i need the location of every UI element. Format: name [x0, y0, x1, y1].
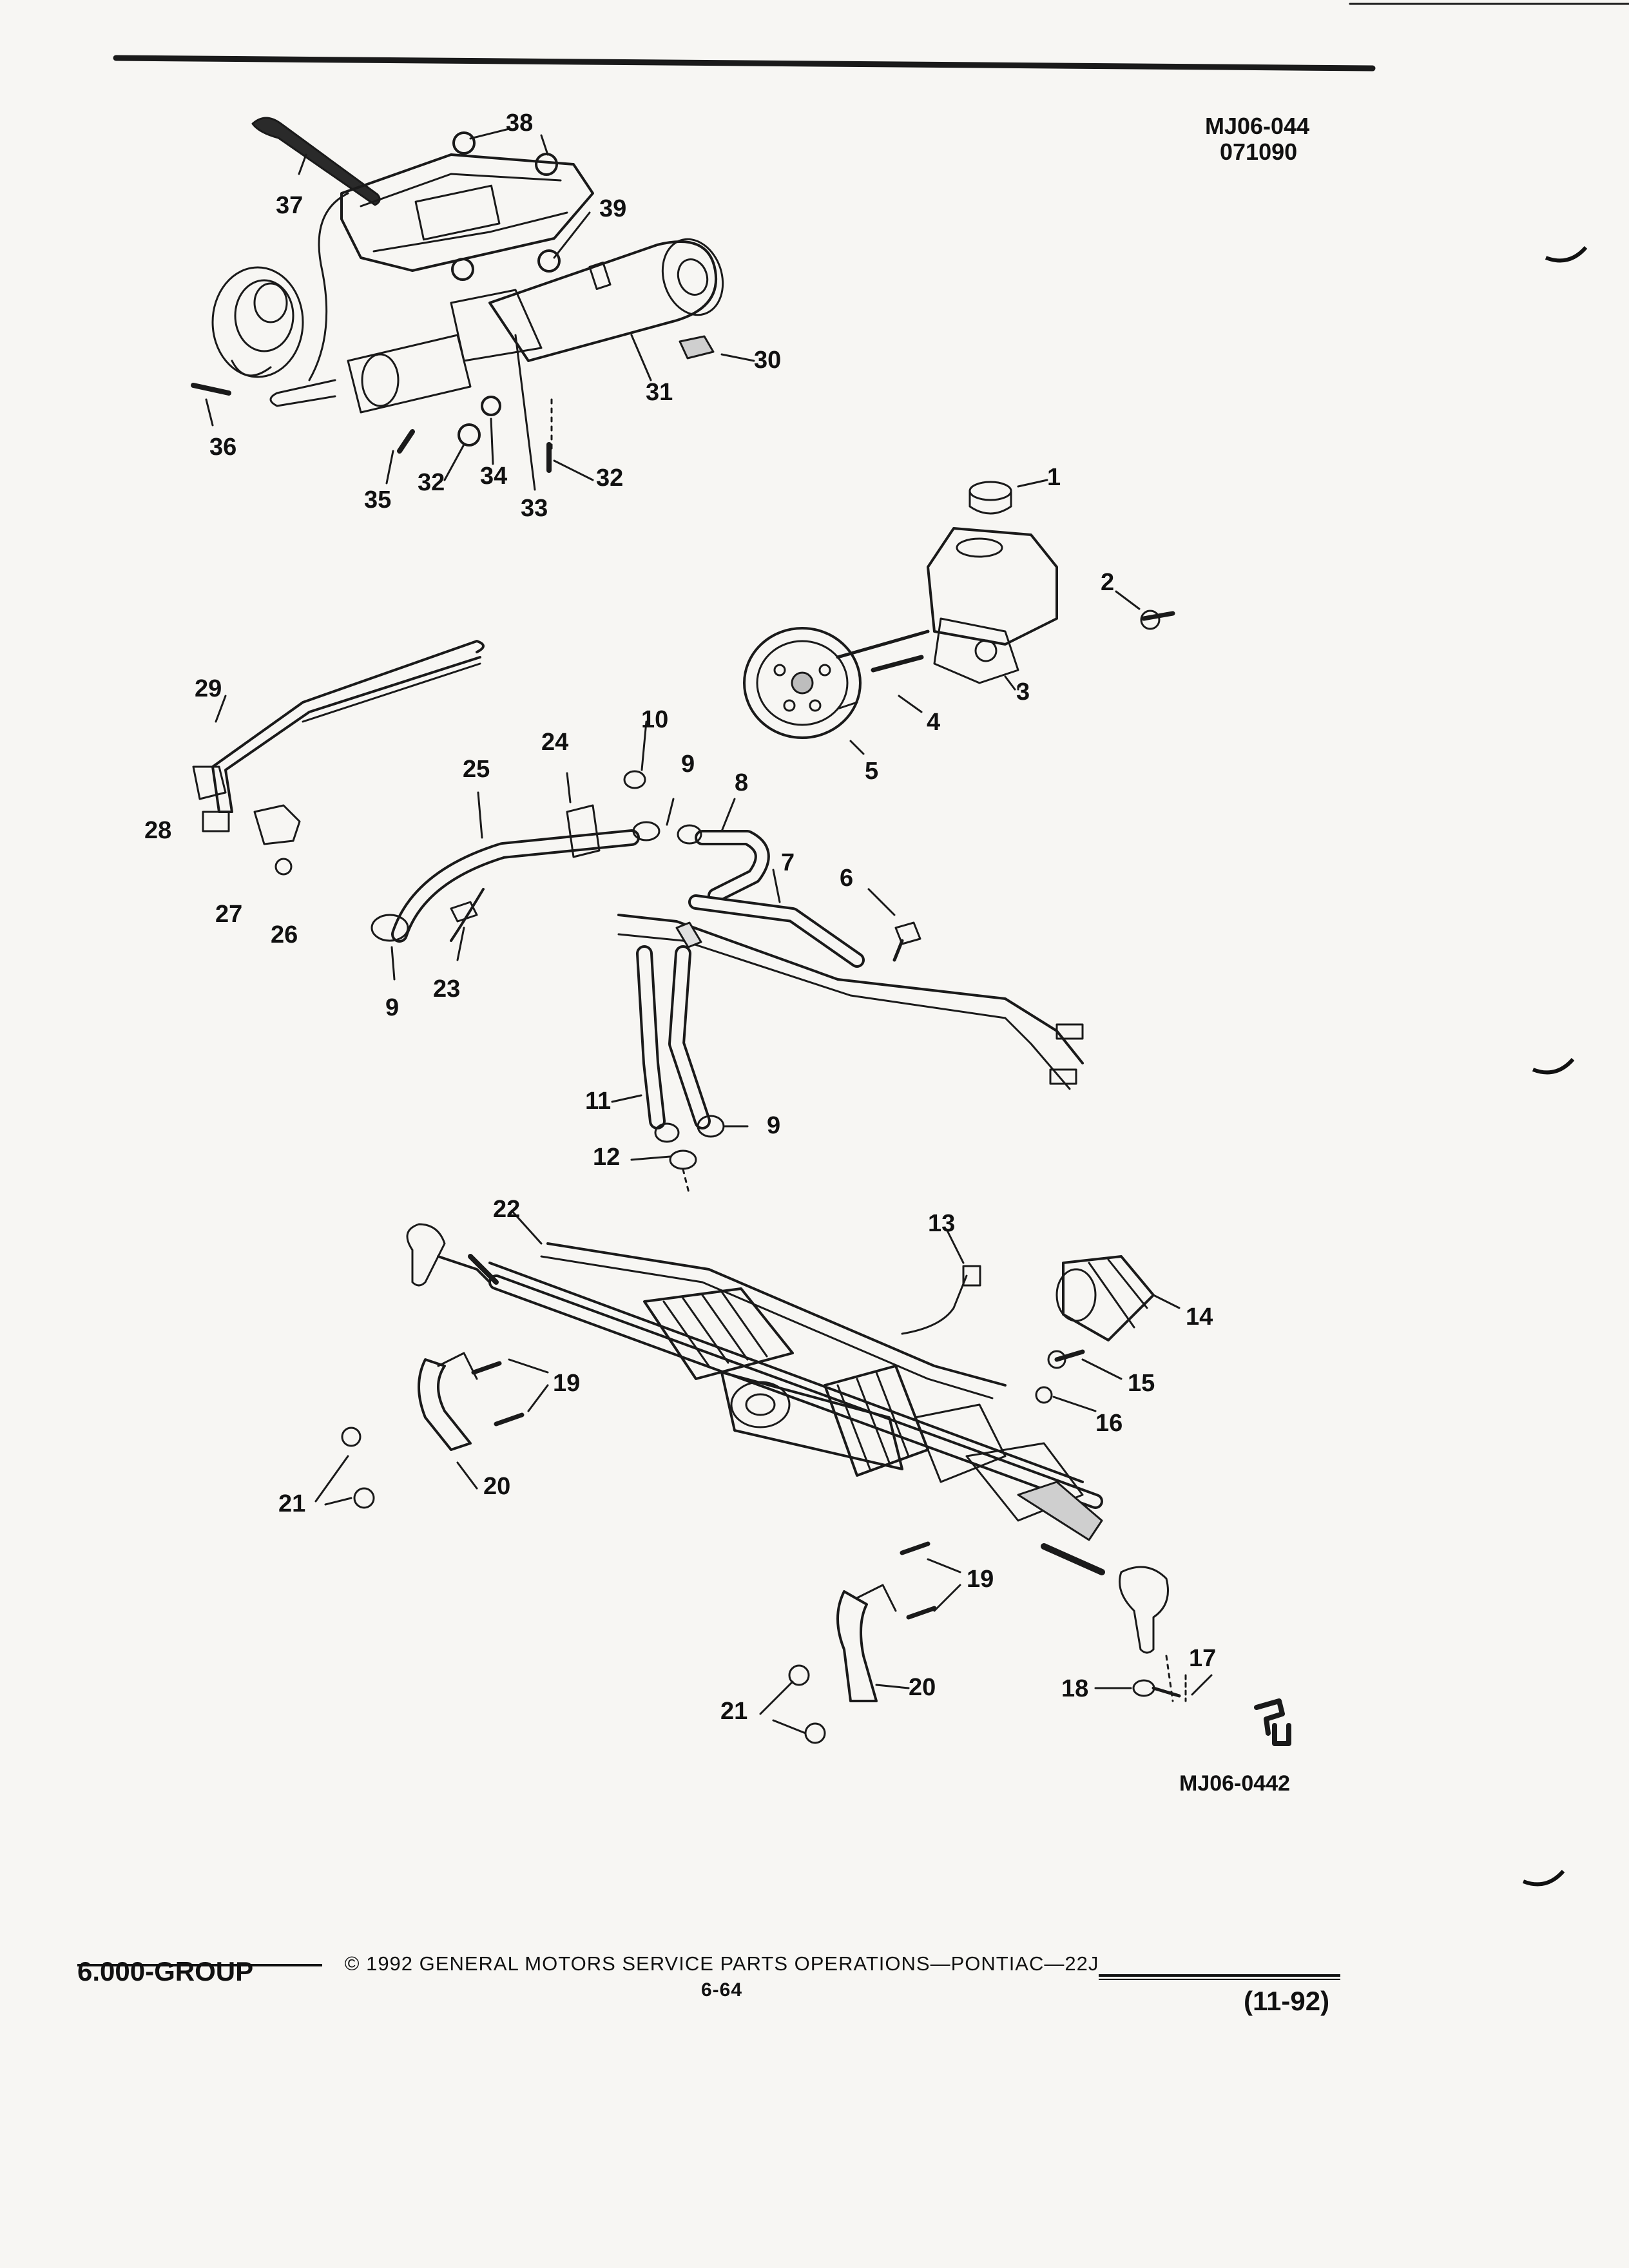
callout-30: 30	[754, 347, 782, 374]
steering-column-group	[193, 118, 754, 490]
callout-32-left: 32	[418, 469, 445, 496]
callout-2: 2	[1101, 569, 1115, 596]
callout-9-top: 9	[681, 751, 695, 778]
callout-25: 25	[463, 756, 490, 783]
callout-7: 7	[781, 849, 795, 876]
figure-code: MJ06-044	[1205, 113, 1310, 139]
callout-28: 28	[144, 817, 172, 844]
cooler-line	[213, 641, 483, 812]
callout-9-left: 9	[385, 994, 400, 1021]
callout-3: 3	[1016, 678, 1030, 706]
callout-39: 39	[599, 195, 627, 222]
pump-body	[934, 619, 1018, 683]
callout-15: 15	[1128, 1370, 1155, 1397]
callout-18: 18	[1061, 1675, 1089, 1702]
callout-16: 16	[1095, 1410, 1123, 1437]
steering-boot	[1063, 1256, 1153, 1340]
footer-group: 6.000-GROUP	[77, 1956, 254, 1986]
callout-22: 22	[493, 1196, 521, 1223]
copyright-text: © 1992 GENERAL MOTORS SERVICE PARTS OPER…	[344, 1952, 1099, 1975]
callout-19-lower: 19	[967, 1566, 994, 1593]
margin-tick-icon	[1532, 1057, 1575, 1075]
figure-number: MJ06-0442	[1179, 1771, 1291, 1796]
callout-33: 33	[521, 495, 548, 522]
footer-revision: (11-92)	[1244, 1986, 1330, 2016]
reservoir	[928, 528, 1057, 644]
mount-bracket-lower	[838, 1591, 876, 1701]
callout-21-lower: 21	[720, 1698, 748, 1725]
callout-4: 4	[927, 709, 941, 736]
callout-11: 11	[585, 1088, 612, 1115]
callout-9-bottom: 9	[767, 1112, 781, 1139]
callout-24: 24	[541, 729, 569, 756]
margin-tick-icon	[1522, 1869, 1565, 1887]
callout-20-upper: 20	[483, 1473, 511, 1500]
tie-rod-right	[1044, 1546, 1102, 1572]
callout-23: 23	[433, 975, 461, 1003]
callout-14: 14	[1186, 1303, 1213, 1331]
callout-36: 36	[209, 434, 237, 461]
callout-13: 13	[928, 1210, 956, 1237]
callout-31: 31	[646, 379, 673, 406]
callout-5: 5	[865, 758, 879, 785]
pump-group	[744, 480, 1173, 754]
callout-34: 34	[480, 463, 508, 490]
callout-38: 38	[506, 110, 534, 137]
rack-group	[316, 1169, 1211, 1743]
figure-date: 071090	[1220, 139, 1298, 165]
callout-21-upper: 21	[278, 1490, 306, 1517]
callout-6: 6	[840, 865, 854, 892]
callout-8: 8	[735, 769, 749, 796]
page-number: 6-64	[700, 1979, 743, 2001]
footer-copyright: © 1992 GENERAL MOTORS SERVICE PARTS OPER…	[335, 1952, 1108, 2001]
column-tube	[490, 242, 716, 361]
callout-26: 26	[271, 921, 298, 948]
callout-29: 29	[195, 675, 222, 702]
margin-tick-icon	[1545, 245, 1588, 263]
callout-10: 10	[641, 706, 669, 733]
tie-rod-left	[470, 1256, 496, 1282]
rack-boot-left	[644, 1289, 793, 1379]
column-bracket	[342, 155, 593, 271]
callout-32-right: 32	[596, 465, 624, 492]
pump-pulley	[744, 628, 860, 738]
gm-service-parts-logo-icon	[1257, 1701, 1289, 1744]
mount-bracket-upper	[419, 1360, 470, 1450]
callout-27: 27	[215, 901, 243, 928]
top-rule	[116, 58, 1373, 68]
callout-37: 37	[276, 192, 304, 219]
callout-17: 17	[1189, 1645, 1217, 1672]
callout-20-lower: 20	[909, 1674, 936, 1701]
rack-lines	[619, 915, 1083, 1063]
callout-35: 35	[364, 486, 392, 514]
steering-coupling	[213, 267, 303, 377]
callout-19-upper: 19	[553, 1370, 581, 1397]
callout-1: 1	[1047, 464, 1061, 491]
callout-12-a: 12	[593, 1144, 621, 1171]
